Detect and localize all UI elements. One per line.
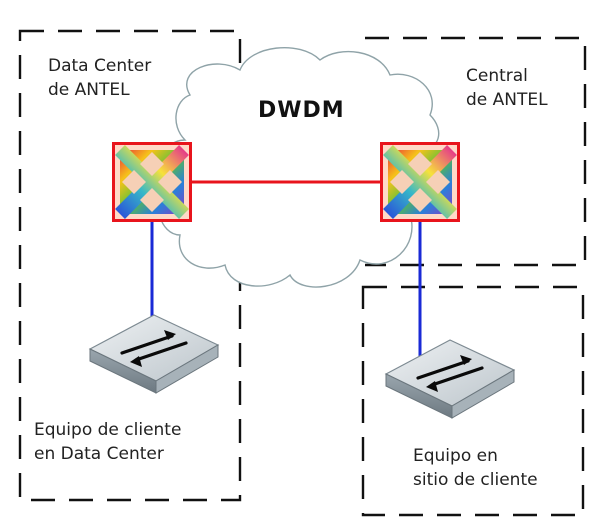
central-region-label-line2: de ANTEL (466, 90, 548, 110)
client-site-label-line1: Equipo en (413, 446, 498, 466)
central-region-label-line1: Central (466, 66, 528, 86)
client-site-region-border (361, 285, 585, 517)
datacenter-region-border (18, 29, 242, 502)
datacenter-region-label-line2: de ANTEL (48, 80, 130, 100)
network-switch-right-icon (384, 338, 516, 420)
dwdm-multiplexer-left-icon (114, 144, 191, 221)
client-dc-label-line2: en Data Center (34, 444, 164, 464)
dwdm-cloud-label: DWDM (258, 98, 345, 123)
network-switch-left-icon (88, 313, 220, 395)
client-site-label-line2: sitio de cliente (413, 470, 538, 490)
client-dc-label-line1: Equipo de cliente (34, 420, 182, 440)
dwdm-multiplexer-right-icon (382, 144, 459, 221)
datacenter-region-label-line1: Data Center (48, 56, 152, 76)
